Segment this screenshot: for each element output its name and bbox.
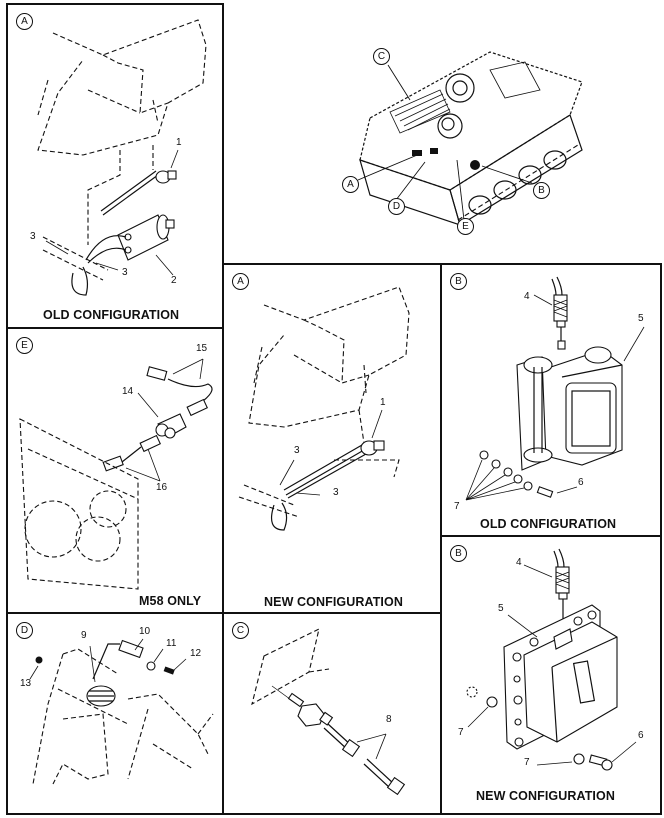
callout-1: 1 [176,137,182,148]
panel-view-b-new: B 4 5 7 7 6 NEW CONFIGURATION [440,535,662,815]
panel-view-e: E 15 14 16 M58 ONLY [6,327,224,614]
callout-3b: 3 [333,487,339,498]
view-label-e: E [16,337,33,354]
callout-13: 13 [20,678,32,689]
vehicle-overview: C A D E B [300,20,600,250]
view-d-drawing [29,638,214,785]
caption-new-configuration: NEW CONFIGURATION [476,789,615,803]
locator-label-c: C [373,48,390,65]
callout-1: 1 [380,397,386,408]
view-a-old-drawing [37,19,207,296]
panel-view-d: D 9 10 11 12 13 [6,612,224,815]
callout-5: 5 [498,603,504,614]
view-c-drawing [251,627,406,796]
callout-3: 3 [294,445,300,456]
callout-7b: 7 [524,757,530,768]
panel-view-a-old: A 1 2 3 3 OLD CONFIGURATION [6,3,224,329]
view-e-drawing [19,358,213,590]
callout-10: 10 [139,626,151,637]
callout-7: 7 [458,727,464,738]
callout-14: 14 [122,386,134,397]
locator-label-a: A [342,176,359,193]
view-label-b: B [450,545,467,562]
vehicle-drawing [357,51,583,226]
view-label-d: D [16,622,33,639]
view-label-a: A [16,13,33,30]
view-b-old-drawing [465,276,645,501]
view-label-c: C [232,622,249,639]
caption-new-configuration: NEW CONFIGURATION [264,595,403,609]
locator-label-b: B [533,182,550,199]
callout-11: 11 [166,638,177,649]
panel-view-c: C 8 [222,612,442,815]
caption-m58-only: M58 ONLY [139,594,202,608]
callout-3b: 3 [122,267,128,278]
callout-6: 6 [578,477,584,488]
callout-9: 9 [81,630,87,641]
view-label-a: A [232,273,249,290]
caption-old-configuration: OLD CONFIGURATION [480,517,617,531]
callout-3: 3 [30,231,36,242]
caption-old-configuration: OLD CONFIGURATION [43,308,180,322]
view-label-b: B [450,273,467,290]
panel-view-a-new: A 1 3 3 NEW CONFIGURATION [222,263,442,614]
callout-7: 7 [454,501,460,512]
callout-16: 16 [156,482,168,493]
callout-2: 2 [171,275,177,286]
view-b-new-drawing [466,548,637,771]
callout-4: 4 [516,557,522,568]
view-a-new-drawing [238,286,410,531]
callout-8: 8 [386,714,392,725]
callout-4: 4 [524,291,530,302]
callout-6: 6 [638,730,644,741]
panel-view-b-old: B 4 5 7 6 OLD CONFIGURATION [440,263,662,537]
callout-5: 5 [638,313,644,324]
callout-15: 15 [196,343,208,354]
locator-label-d: D [388,198,405,215]
callout-12: 12 [190,648,202,659]
locator-label-e: E [457,218,474,235]
